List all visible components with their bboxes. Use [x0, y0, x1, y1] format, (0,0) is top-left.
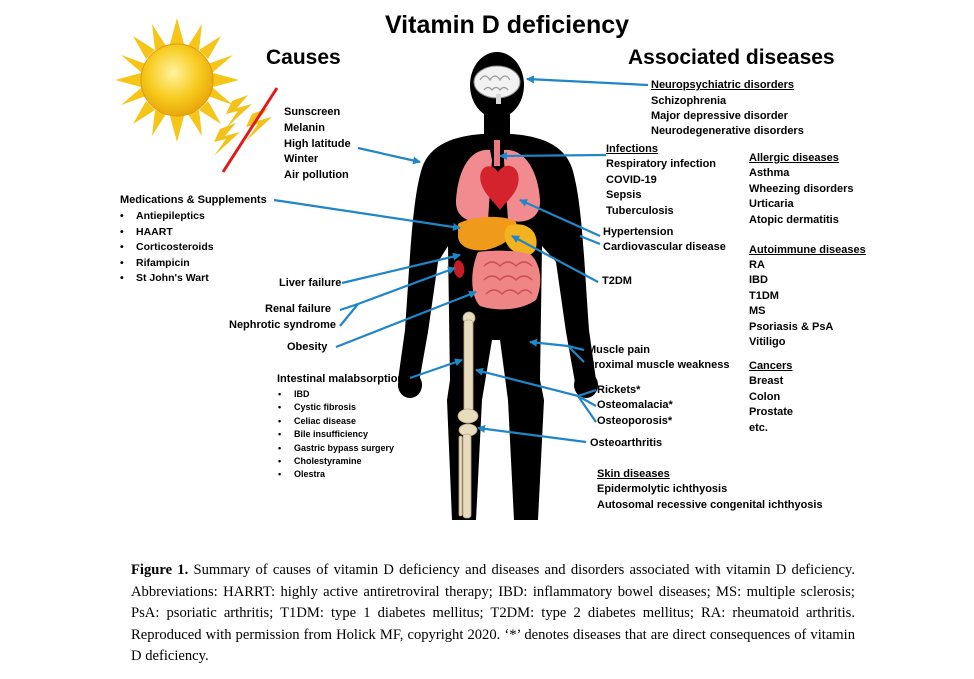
disease-osteoarthritis: Osteoarthritis — [590, 437, 663, 449]
malabsorption-list: IBD Cystic fibrosis Celiac disease Bile … — [276, 388, 394, 482]
disease-item: Respiratory infection — [606, 158, 717, 170]
disease-item: Asthma — [749, 167, 790, 179]
disease-item: Sepsis — [606, 189, 642, 201]
list-item: Bile insufficiency — [276, 428, 394, 442]
disease-item: Cardiovascular disease — [603, 241, 726, 253]
brain-icon — [473, 65, 521, 104]
cause-item: Winter — [284, 153, 319, 165]
kidney-icon — [453, 260, 465, 278]
list-item: IBD — [276, 388, 394, 402]
disease-item: Osteomalacia* — [597, 399, 673, 411]
list-item: Cholestyramine — [276, 455, 394, 469]
medications-list: Antiepileptics HAART Corticosteroids Rif… — [118, 209, 214, 287]
list-item: Rifampicin — [118, 256, 214, 272]
liver-icon — [458, 216, 517, 251]
disease-item: Neurodegenerative disorders — [651, 125, 804, 137]
disease-item: Osteoporosis* — [597, 415, 673, 427]
list-item: Celiac disease — [276, 415, 394, 429]
caption-text: Summary of causes of vitamin D deficienc… — [131, 562, 856, 665]
disease-item: Breast — [749, 375, 784, 387]
caption-label: Figure 1. — [131, 562, 189, 578]
disease-item: Major depressive disorder — [651, 110, 788, 122]
cause-item: High latitude — [284, 138, 351, 150]
list-item: Gastric bypass surgery — [276, 442, 394, 456]
diagram-title: Vitamin D deficiency — [384, 11, 630, 39]
disease-item: Autosomal recessive congenital ichthyosi… — [597, 499, 823, 511]
disease-item: Rickets* — [597, 384, 641, 396]
list-item: Antiepileptics — [118, 209, 214, 225]
list-item: Cystic fibrosis — [276, 401, 394, 415]
cause-item: Sunscreen — [284, 106, 341, 118]
list-item: HAART — [118, 225, 214, 241]
cause-item: Melanin — [284, 122, 325, 134]
disease-item: RA — [749, 259, 765, 271]
cause-obesity: Obesity — [287, 341, 328, 353]
disease-item: IBD — [749, 274, 768, 286]
disease-item: Colon — [749, 391, 781, 403]
skin-title: Skin diseases — [597, 468, 670, 480]
cause-item: Air pollution — [284, 169, 349, 181]
infections-title: Infections — [606, 143, 658, 155]
intestines-icon — [472, 250, 541, 310]
cause-renal: Renal failure — [265, 303, 332, 315]
cause-liver: Liver failure — [279, 277, 342, 289]
disease-item: Atopic dermatitis — [749, 214, 839, 226]
list-item: Corticosteroids — [118, 240, 214, 256]
disease-item: Psoriasis & PsA — [749, 321, 834, 333]
figure-caption: Figure 1. Summary of causes of vitamin D… — [131, 560, 855, 668]
heart-icon — [480, 165, 519, 210]
cancers-title: Cancers — [749, 360, 793, 372]
ban-line-icon — [221, 87, 279, 173]
disease-item: Tuberculosis — [606, 205, 674, 217]
disease-item: Proximal muscle weakness — [587, 359, 730, 371]
list-item: Olestra — [276, 468, 394, 482]
neuro-title: Neuropsychiatric disorders — [651, 79, 795, 91]
autoimmune-title: Autoimmune diseases — [749, 244, 866, 256]
disease-item: Hypertension — [603, 226, 674, 238]
list-item: St John's Wart — [118, 271, 214, 287]
disease-item: COVID-19 — [606, 174, 657, 186]
cause-nephrotic: Nephrotic syndrome — [229, 319, 336, 331]
disease-item: Wheezing disorders — [749, 183, 854, 195]
disease-item: MS — [749, 305, 766, 317]
causes-heading: Causes — [266, 46, 341, 69]
disease-item: Schizophrenia — [651, 95, 727, 107]
disease-item: Urticaria — [749, 198, 794, 210]
sun-icon — [115, 18, 239, 142]
disease-t2dm: T2DM — [602, 275, 632, 287]
malabsorption-title: Intestinal malabsorption — [277, 373, 405, 385]
disease-item: Epidermolytic ichthyosis — [597, 483, 728, 495]
disease-item: T1DM — [749, 290, 779, 302]
arrows-layer — [273, 75, 649, 444]
medications-title: Medications & Supplements — [120, 194, 267, 206]
disease-item: etc. — [749, 422, 768, 434]
disease-item: Prostate — [749, 406, 794, 418]
sun-rays-icon — [214, 95, 272, 156]
diseases-heading: Associated diseases — [628, 46, 835, 69]
disease-item: Muscle pain — [587, 344, 650, 356]
leg-bones-icon — [457, 311, 479, 519]
allergic-title: Allergic diseases — [749, 152, 839, 164]
disease-item: Vitiligo — [749, 336, 786, 348]
